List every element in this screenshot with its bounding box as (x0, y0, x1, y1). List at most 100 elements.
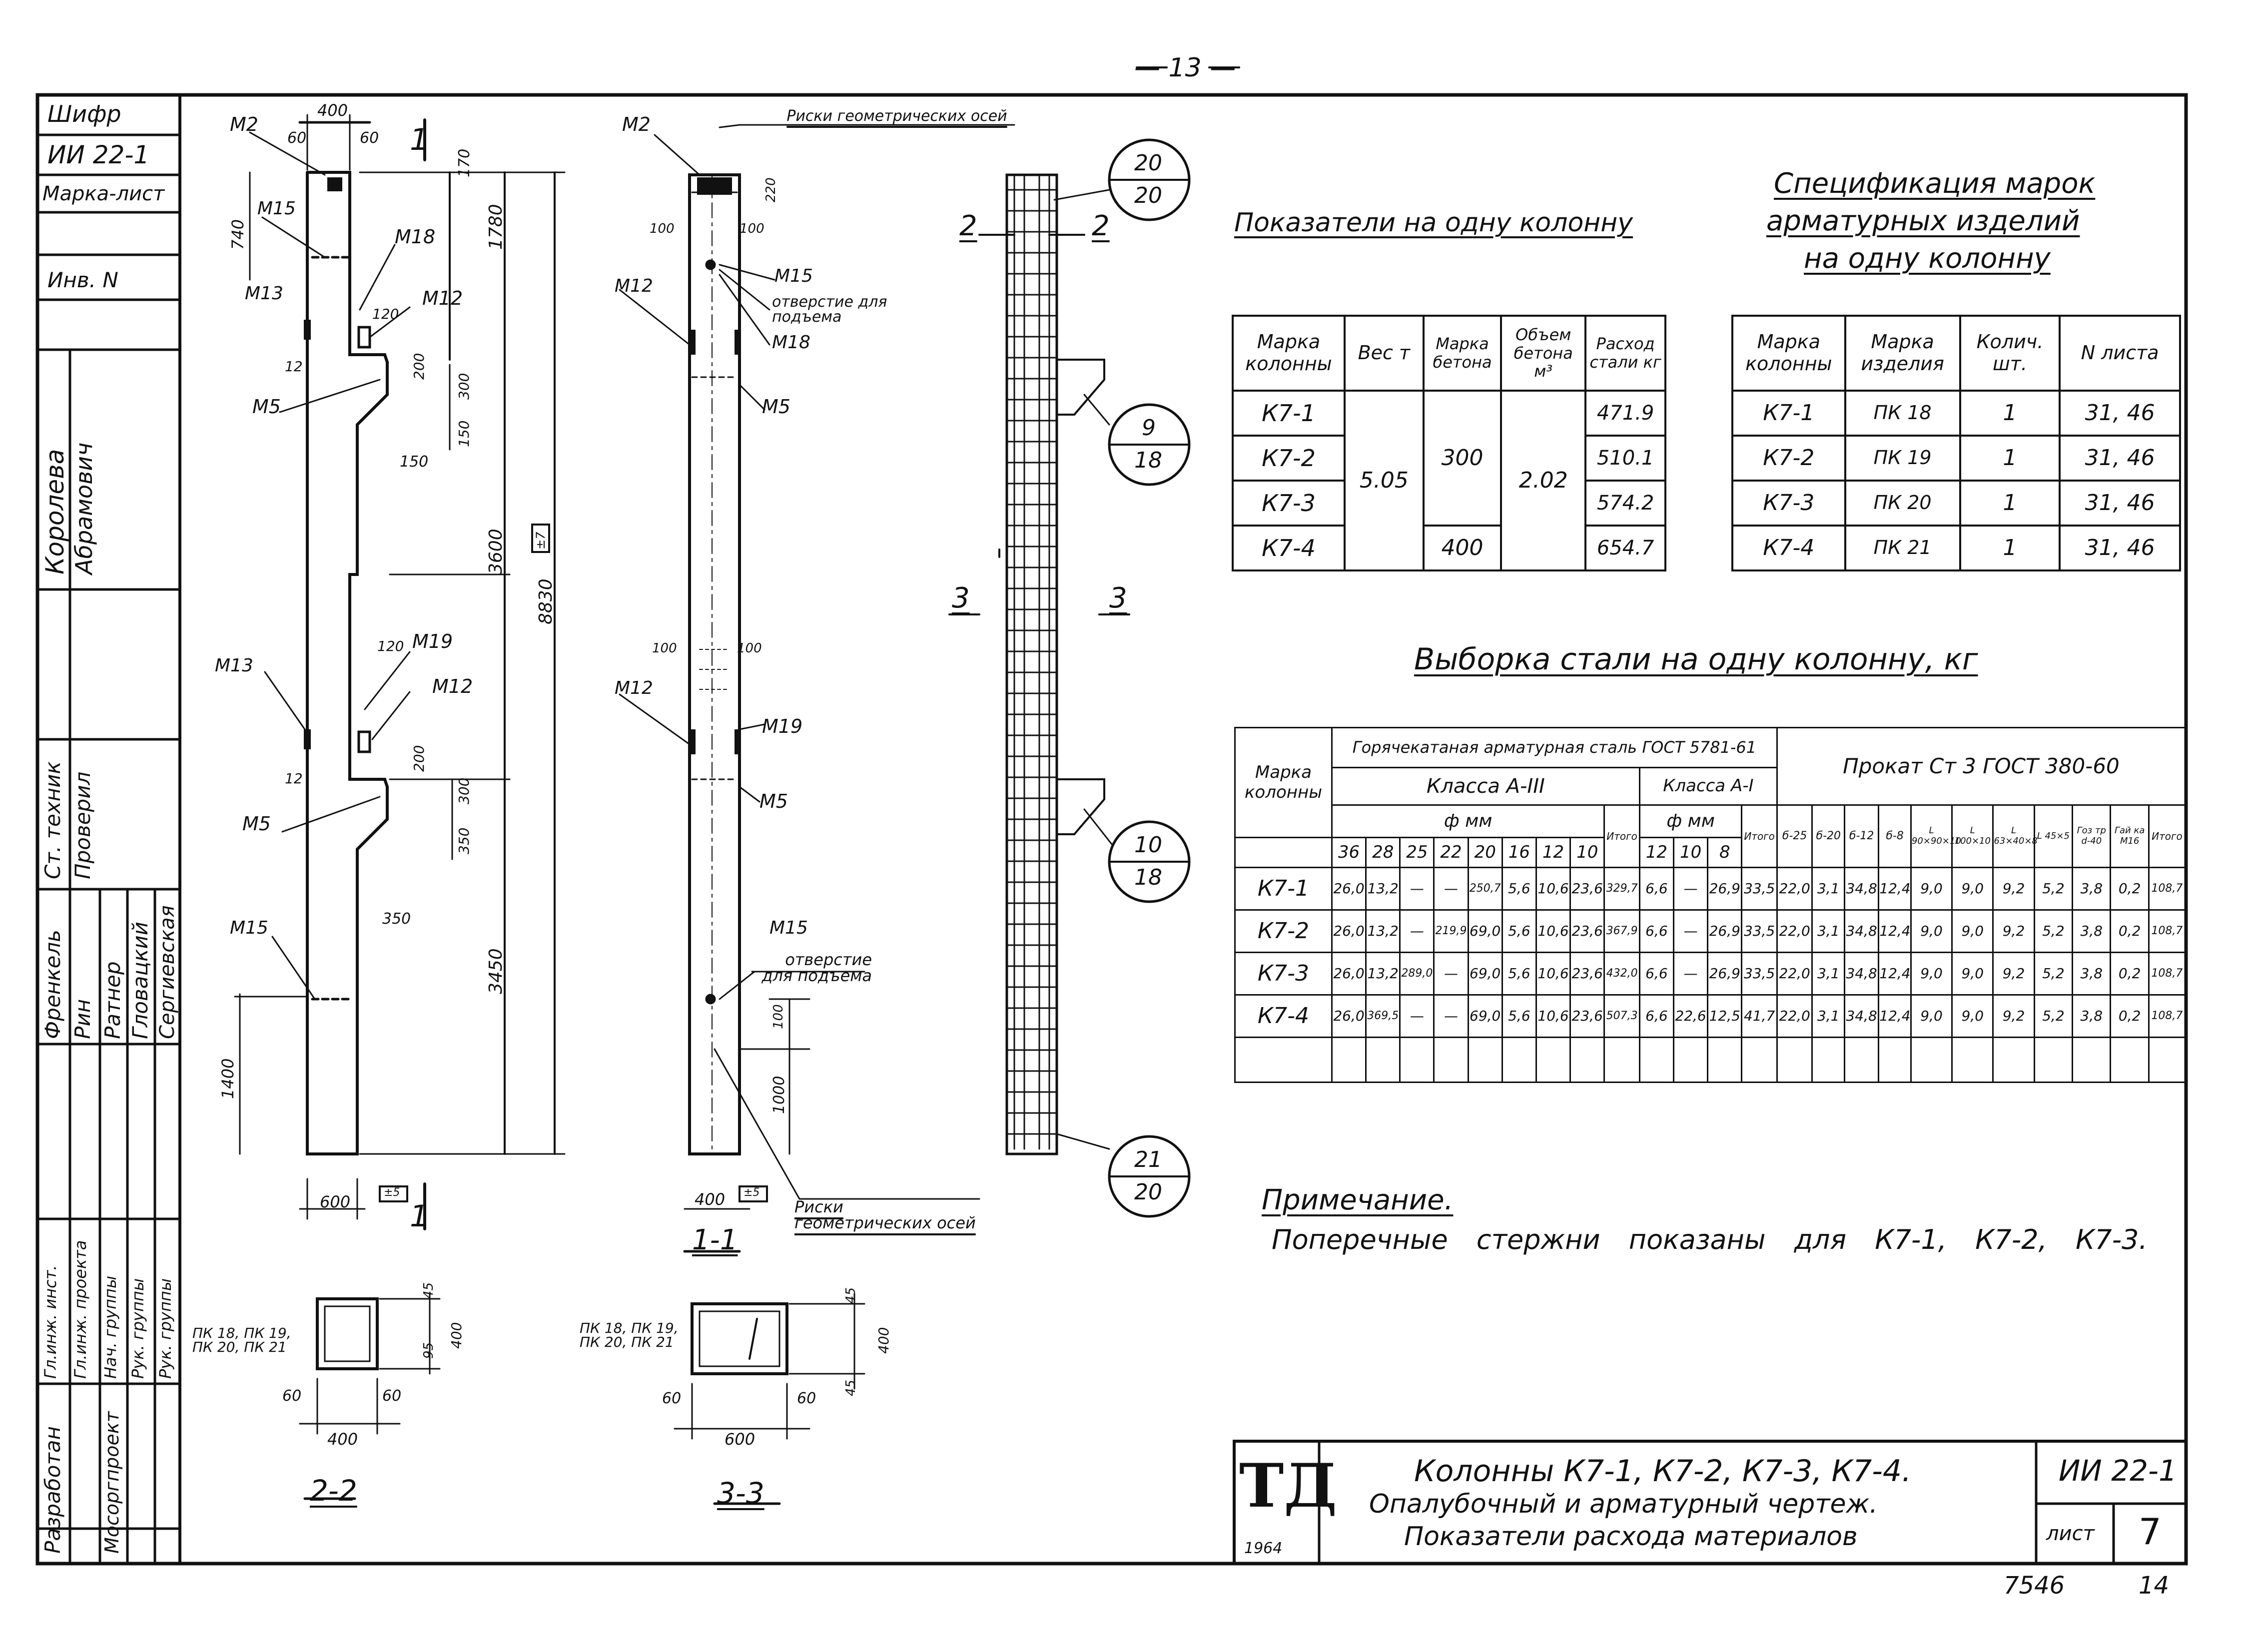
elev-b-label-m12: М12 (615, 276, 653, 296)
note-text: Поперечные стержни показаны для К7-1, К7… (1272, 1224, 2148, 1255)
steel-header-rolled: Прокат Ст 3 ГОСТ 380-60 (1776, 727, 2187, 806)
signatory-role-5: Рук. группы (156, 1278, 175, 1379)
steel-row-cell: 34,8 (1844, 909, 1880, 953)
elev-a-label-m18: М18 (395, 226, 436, 248)
section-1-1-title: 1-1 (692, 1224, 738, 1256)
steel-row-empty-cell (1776, 1037, 1813, 1083)
callout-3-top: 10 (1134, 832, 1162, 858)
steel-sub-header-12: Итого (1741, 804, 1778, 868)
steel-row-empty-cell (2148, 1037, 2187, 1083)
steel-row-cell: 9,0 (1951, 952, 1994, 996)
title-line-3: Показатели расхода материалов (1404, 1522, 1858, 1552)
elev-b-dim-100b: 100 (740, 221, 764, 236)
steel-row-cell: 507,3 (1603, 994, 1640, 1038)
steel-row-empty-cell (1234, 1037, 1333, 1083)
steel-row-empty-cell (2072, 1037, 2112, 1083)
steel-header-hot: Горячекатаная арматурная сталь ГОСТ 5781… (1331, 727, 1778, 768)
steel-row-cell: 23,6 (1569, 909, 1605, 953)
steel-row-mark: К7-3 (1234, 952, 1333, 996)
steel-row-cell: 9,2 (1992, 952, 2035, 996)
steel-row-cell: — (1399, 994, 1435, 1038)
callout-1-top: 20 (1134, 150, 1162, 176)
section-2-2-dim-60b: 60 (382, 1387, 402, 1405)
signatory-role-1: Гл.инж. инст. (41, 1265, 60, 1379)
title-code: ИИ 22-1 (2059, 1454, 2177, 1488)
elev-b-label-m2: М2 (622, 113, 651, 135)
steel-row-empty-cell (1603, 1037, 1640, 1083)
steel-row-cell: 0,2 (2110, 909, 2150, 953)
steel-row-cell: 12,4 (1878, 867, 1912, 911)
steel-row-cell: 22,6 (1672, 994, 1709, 1038)
elev-a-dim-150h: 150 (400, 453, 429, 471)
section-3-3-note: ПК 18, ПК 19, ПК 20, ПК 21 (580, 1320, 679, 1350)
steel-sub-header-6: 12 (1535, 837, 1571, 868)
elev-a-box-mark-b: ±5 (384, 1186, 400, 1199)
indicators-header-weight: Вес т (1343, 315, 1425, 392)
indicators-row-4-mark: К7-4 (1232, 525, 1346, 571)
spec-title-line-2: арматурных изделий (1766, 205, 2080, 237)
steel-row-cell: 3,1 (1811, 952, 1846, 996)
elev-b-dim-100e: 100 (771, 1004, 786, 1029)
elev-a-dim-1400: 1400 (218, 1058, 237, 1099)
steel-row-cell: 69,0 (1467, 909, 1503, 953)
signatory-role-4: Рук. группы (128, 1278, 147, 1379)
steel-row-cell: 10,6 (1535, 867, 1571, 911)
elev-b-dim-400: 400 (695, 1190, 726, 1209)
elev-a-dim-300: 300 (456, 373, 472, 400)
steel-row-empty-cell (1811, 1037, 1846, 1083)
elev-b-axis-risks-top: Риски геометрических осей (786, 107, 1007, 125)
steel-row-empty (1234, 1037, 2187, 1083)
steel-row-cell: 13,2 (1365, 952, 1401, 996)
elev-b-axis-risks-bottom: Риски геометрических осей (794, 1197, 976, 1232)
steel-row-cell: 26,0 (1331, 994, 1367, 1038)
steel-row-empty-cell (1467, 1037, 1503, 1083)
steel-row-cell: 108,7 (2148, 952, 2187, 996)
steel-row-empty-cell (1707, 1037, 1743, 1083)
steel-row-cell: 108,7 (2148, 994, 2187, 1038)
steel-row-cell: 3,8 (2072, 867, 2112, 911)
steel-row-cell: 10,6 (1535, 952, 1571, 996)
title-line-2: Опалубочный и арматурный чертеж. (1369, 1489, 1878, 1519)
steel-row-cell: 3,8 (2072, 909, 2112, 953)
page-number: — 13 — (1134, 53, 1236, 83)
steel-header-dia-a: ф мм (1331, 804, 1605, 838)
steel-sub-header-21: Гоз тр d-40 (2072, 804, 2112, 868)
indicators-row-3-mark: К7-3 (1232, 480, 1346, 527)
spec-row-2-sheet: 31, 46 (2059, 435, 2181, 482)
elev-a-label-m15: М15 (257, 198, 296, 219)
checker-role: Ст. техник (40, 761, 65, 879)
steel-row-cell: 34,8 (1844, 952, 1880, 996)
spec-row-3-item: ПК 20 (1844, 480, 1961, 527)
spec-row-4-qty: 1 (1959, 525, 2061, 571)
steel-row-cell: 13,2 (1365, 909, 1401, 953)
elev-b-dim-100a: 100 (650, 221, 675, 236)
spec-row-2-item: ПК 19 (1844, 435, 1961, 482)
elev-a-label-m2: М2 (230, 113, 258, 135)
spec-row-4-item: ПК 21 (1844, 525, 1961, 571)
steel-row-cell: 3,8 (2072, 994, 2112, 1038)
indicators-row-2-mark: К7-2 (1232, 435, 1346, 482)
elev-a-dim-1780: 1780 (486, 204, 506, 250)
steel-row-cell: 13,2 (1365, 867, 1401, 911)
steel-row-cell: 26,0 (1331, 909, 1367, 953)
indicators-concrete-a: 300 (1422, 390, 1502, 527)
steel-row-cell: 33,5 (1741, 867, 1778, 911)
steel-sub-header-18: L 100×10 (1951, 804, 1994, 868)
steel-row-cell: 5,2 (2033, 994, 2074, 1038)
steel-sub-header-2: 25 (1399, 837, 1435, 868)
steel-row-mark: К7-1 (1234, 867, 1333, 911)
steel-row-cell: 26,9 (1707, 909, 1743, 953)
section-3-3-dim-600: 600 (725, 1430, 755, 1449)
elev-b-hole-label: отверстие для подъема (772, 293, 887, 326)
section-2-2-note: ПК 18, ПК 19, ПК 20, ПК 21 (192, 1325, 291, 1355)
elev-b-dim-1000: 1000 (770, 1076, 788, 1114)
footer-page: 14 (2139, 1572, 2170, 1600)
elev-a-dim-170: 170 (456, 148, 473, 177)
indicators-volume: 2.02 (1500, 390, 1587, 571)
signatory-role-2: Гл.инж. проекта (71, 1240, 90, 1379)
steel-sub-header-14: б-20 (1811, 804, 1846, 868)
elev-b-box-mark: ±5 (744, 1186, 760, 1199)
steel-row-cell: — (1399, 909, 1435, 953)
title-sheet-number: 7 (2139, 1511, 2162, 1553)
